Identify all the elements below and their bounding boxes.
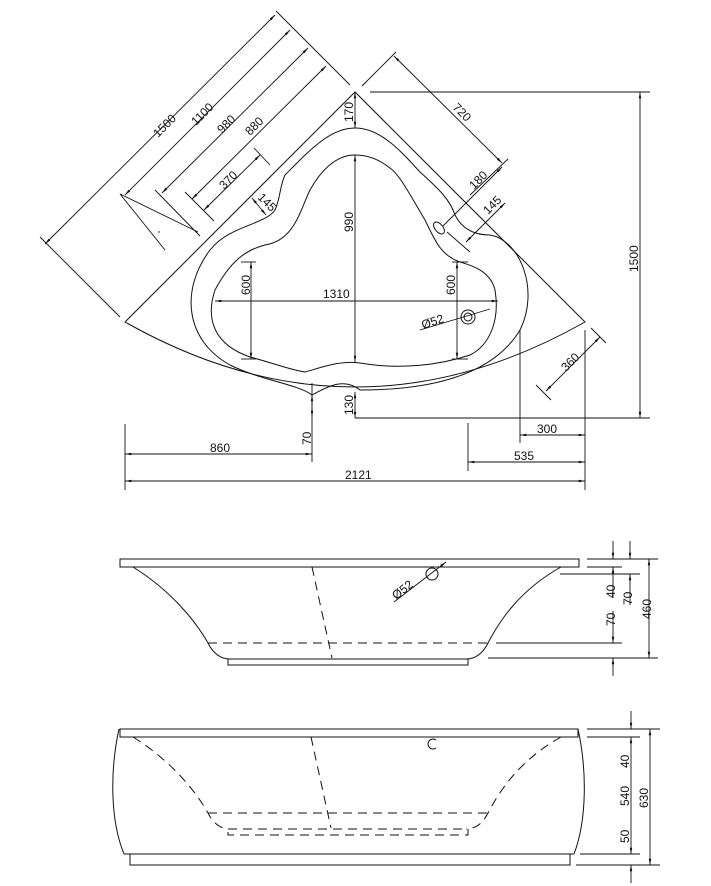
drain-outer (460, 309, 476, 325)
front-dim-40: 40 (604, 584, 618, 598)
dim-1500-diagonal: 1500 (150, 111, 179, 140)
front-drain (425, 567, 439, 581)
panel-elevation: 40 540 50 630 (112, 711, 660, 883)
dim-600-right: 600 (444, 275, 458, 295)
panel-rim-slab (119, 728, 579, 738)
front-dim-70-outer: 70 (621, 591, 635, 605)
dim-600-left: 600 (239, 275, 253, 295)
panel-right-edge (573, 728, 585, 855)
panel-dim-40: 40 (618, 754, 632, 768)
front-elevation: Ø52 40 70 70 460 (119, 541, 658, 676)
left-diagonal-dims: 1500 1100 980 880 370 145 (39, 10, 351, 318)
tub-body-left (132, 566, 231, 660)
front-dim-70-inner: 70 (604, 612, 618, 626)
panel-overflow (427, 738, 437, 750)
dim-170: 170 (342, 102, 356, 122)
panel-left-edge (112, 728, 125, 855)
front-drain-label: Ø52 (389, 577, 416, 602)
plan-view: Ø52 170 990 600 600 1310 130 70 1500 (39, 10, 650, 490)
dim-535: 535 (514, 449, 534, 463)
dim-180: 180 (466, 168, 490, 192)
front-dim-460: 460 (640, 599, 654, 619)
base-plinth (227, 658, 469, 666)
dim-70: 70 (300, 431, 314, 445)
panel-dim-630: 630 (637, 788, 651, 808)
dim-1500-vertical: 1500 (627, 245, 641, 272)
rim-slab (119, 558, 580, 568)
panel-dim-50: 50 (618, 829, 632, 843)
dim-360: 360 (558, 350, 582, 374)
panel-dim-540: 540 (618, 786, 632, 806)
dim-880: 880 (242, 114, 266, 138)
dim-145-right: 145 (480, 193, 504, 217)
dim-1100: 1100 (188, 100, 216, 128)
plan-drain-label: Ø52 (420, 311, 446, 331)
panel-base (129, 853, 571, 866)
dim-720: 720 (450, 100, 474, 124)
dim-145-left: 145 (255, 190, 279, 214)
right-diagonal-dims: 720 180 145 360 (361, 51, 607, 401)
dim-1310: 1310 (323, 287, 350, 301)
basin-outline (210, 154, 497, 373)
rim-outline (190, 127, 529, 396)
dim-990: 990 (342, 212, 356, 232)
drain-inner (463, 312, 473, 322)
dim-300: 300 (537, 422, 557, 436)
dim-2121: 2121 (345, 468, 372, 482)
overflow-hole (433, 221, 445, 235)
tub-body-right (465, 566, 562, 660)
dim-130: 130 (342, 395, 356, 415)
dim-980: 980 (214, 112, 238, 136)
dim-860: 860 (210, 441, 230, 455)
